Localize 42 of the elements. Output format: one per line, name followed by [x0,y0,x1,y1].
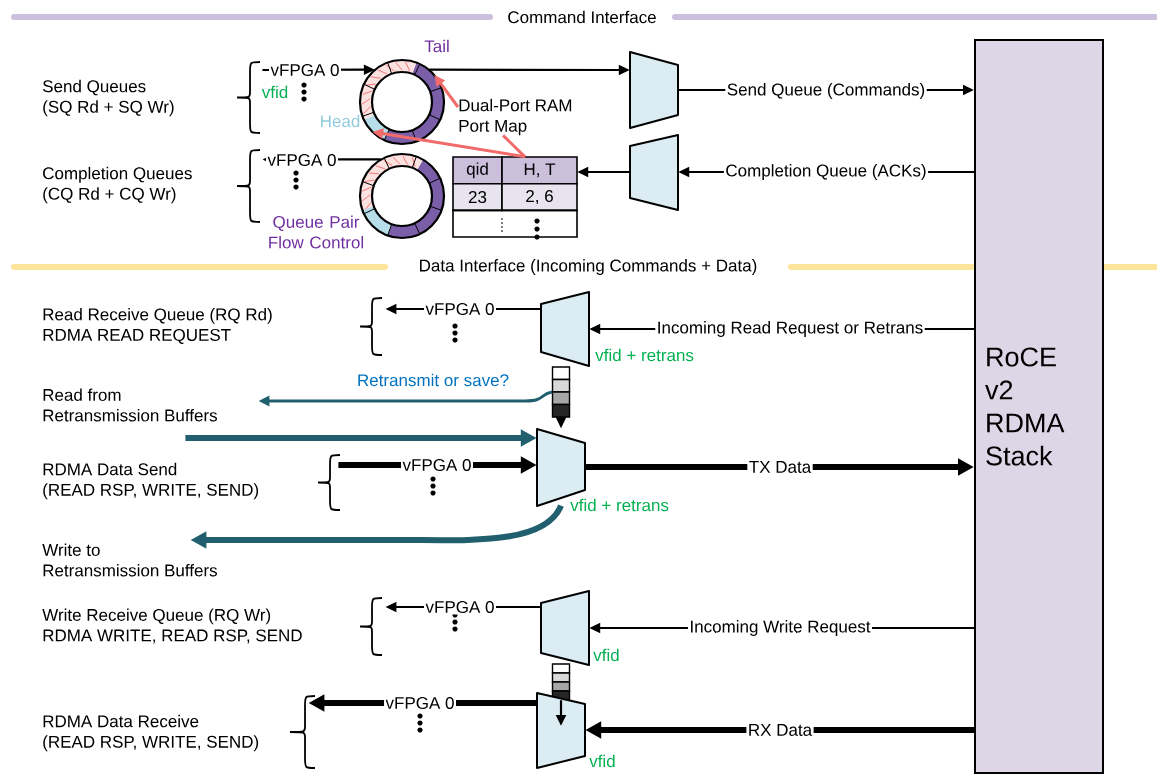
annotation: vfid [589,754,615,768]
text-label: vfid [261,85,288,99]
table-header-cell: H, T [501,156,578,185]
edge-label: Incoming Write Request [687,618,873,638]
text-label: Write to Retransmission Buffers [42,543,217,577]
text-label: Command Interface [508,10,656,24]
edge-label: TX Data [747,459,813,475]
edge-label: vFPGA 0 [266,152,338,168]
edge-label: Send Queue (Commands) [725,81,927,101]
text-label: RDMA Data Receive (READ RSP, WRITE, SEND) [43,714,259,752]
text-label: Head [321,114,360,128]
edge-label: Completion Queue (ACKs) [723,162,929,182]
edge-label: vFPGA 0 [424,301,496,317]
edge-label: vFPGA 0 [269,62,341,78]
edge-label: vFPGA 0 [384,695,456,711]
fifo-queue [551,663,571,701]
table-cell: 2, 6 [501,182,578,212]
text-label: Read from Retransmission Buffers [43,388,217,422]
text-label: RDMA Data Send (READ RSP, WRITE, SEND) [43,462,259,500]
multiplexer [629,134,679,211]
annotation: vfid [593,648,619,662]
edge-label: Incoming Read Request or Retrans [655,319,925,339]
text-label: Queue Pair Flow Control [269,215,364,249]
ring-buffer [358,58,446,146]
text-label: Completion Queues (CQ Rd + CQ Wr) [43,166,192,204]
stack-box: RoCE v2 RDMA Stack [974,39,1104,774]
text-label: Tail [424,39,449,53]
text-label: Dual-Port RAM Port Map [459,98,572,136]
edge-label: vFPGA 0 [424,599,496,615]
text-label: Data Interface (Incoming Commands + Data) [420,259,757,275]
fifo-queue [551,366,571,418]
text-label: Send Queues (SQ Rd + SQ Wr) [43,79,174,117]
annotation: vfid + retrans [570,498,669,512]
table-header-cell: qid [452,156,503,185]
edge-label: RX Data [746,722,814,738]
text-label: Read Receive Queue (RQ Rd) RDMA READ REQUEST [43,308,272,344]
text-label: Write Receive Queue (RQ Wr) RDMA WRITE, READ RSP, SEND [42,608,302,644]
edge-label: Retransmit or save? [355,372,511,388]
annotation: vfid + retrans [595,348,694,362]
multiplexer [629,51,679,129]
table-cell: 23 [452,182,503,212]
edge-label: vFPGA 0 [401,457,473,473]
